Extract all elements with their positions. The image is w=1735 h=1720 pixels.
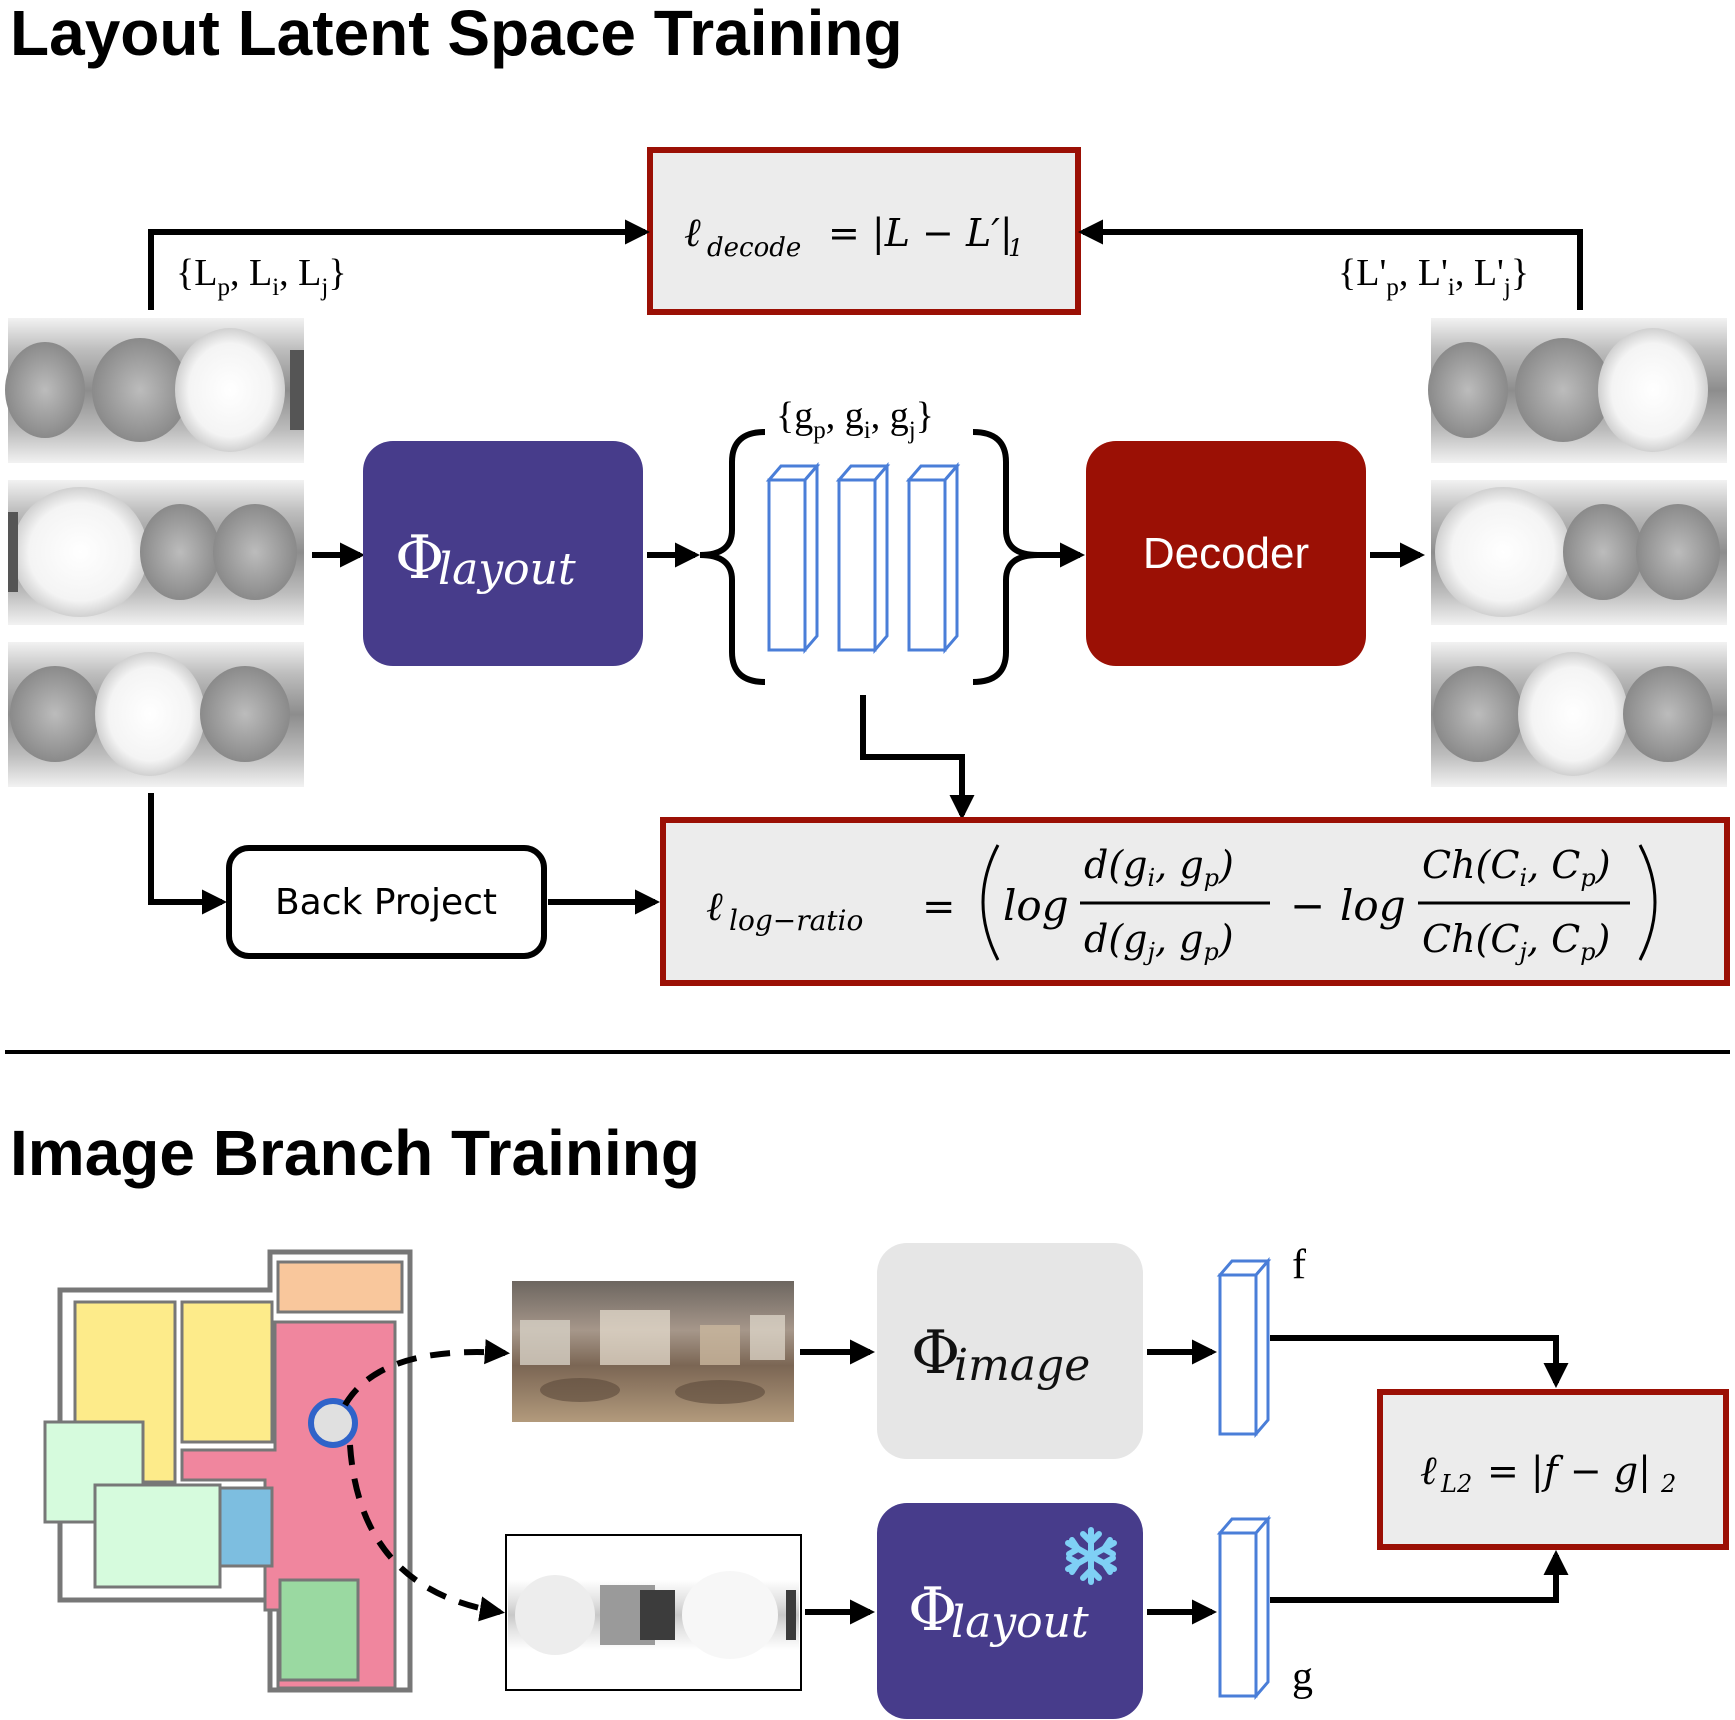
- back-project-label: Back Project: [275, 882, 497, 923]
- feature-vector-f: [1216, 1256, 1272, 1439]
- output-to-decode-arrow: [1077, 219, 1583, 310]
- f-to-l2-arrow: [1270, 1335, 1569, 1389]
- panorama-image: [512, 1281, 794, 1422]
- logratio-log2: log: [1340, 881, 1406, 930]
- input-depth-map-p: [5, 318, 304, 463]
- image-encoder-sub: image: [954, 1340, 1090, 1391]
- floor-plan: [43, 1249, 413, 1693]
- image-encoder-phi: Φ: [911, 1318, 960, 1388]
- layout-encoder-phi: Φ: [395, 523, 444, 593]
- layout-encoder-block: Φ layout: [363, 441, 643, 666]
- output-depth-map-p: [1428, 318, 1727, 463]
- logratio-num1: d(gi, gp): [1084, 843, 1234, 892]
- l2-loss-ell: ℓ: [1420, 1448, 1437, 1494]
- image-encoder-block: Φ image: [877, 1243, 1143, 1459]
- latent-set-label: {gp, gi, gj}: [776, 395, 934, 444]
- latent-vector-gi: [835, 461, 891, 655]
- output-depth-map-j: [1431, 642, 1727, 787]
- logratio-right-paren: [1638, 844, 1657, 961]
- decode-loss-sub: decode: [707, 233, 801, 263]
- f-label: f: [1292, 1242, 1306, 1288]
- decoder-label: Decoder: [1143, 529, 1309, 578]
- input-to-decode-arrow: [148, 219, 651, 310]
- frozen-layout-encoder-phi: Φ: [908, 1575, 957, 1645]
- decode-loss-box: ℓ decode = |L − L′| 1: [647, 147, 1081, 315]
- l2-loss-box: ℓ L2 = |f − g| 2: [1377, 1389, 1729, 1550]
- decode-loss-ell: ℓ: [684, 210, 701, 256]
- logratio-num2: Ch(Ci, Cp): [1422, 843, 1611, 892]
- layout-encoder-sub: layout: [438, 544, 576, 595]
- logratio-sub: log−ratio: [729, 904, 863, 937]
- section-title-image-branch: Image Branch Training: [10, 1117, 700, 1189]
- g-to-l2-arrow: [1270, 1549, 1569, 1603]
- l2-loss-norm: 2: [1660, 1470, 1676, 1498]
- camera-position-marker: [308, 1398, 358, 1448]
- g-label: g: [1292, 1654, 1313, 1700]
- latent-vector-gp: [765, 461, 821, 655]
- logratio-loss-box: ℓ log−ratio = log d(gi, gp) d(gj, gp) − …: [660, 817, 1730, 986]
- logratio-den1: d(gj, gp): [1084, 917, 1234, 966]
- decode-loss-norm: 1: [1008, 234, 1023, 262]
- marker-to-panorama-arrow: [342, 1339, 511, 1407]
- section-title-layout-training: Layout Latent Space Training: [10, 0, 903, 69]
- logratio-eq: =: [922, 884, 956, 930]
- logratio-minus: −: [1290, 881, 1325, 930]
- l2-loss-sub: L2: [1440, 1470, 1472, 1498]
- output-depth-map-i: [1431, 480, 1727, 625]
- logratio-log1: log: [1003, 881, 1069, 930]
- l2-loss-expr: = |f − g|: [1487, 1449, 1651, 1493]
- logratio-left-paren: [981, 844, 1000, 961]
- frozen-layout-encoder-block: Φ layout: [877, 1503, 1143, 1719]
- feature-vector-g: [1216, 1514, 1272, 1701]
- decode-loss-expr: = |L − L′|: [828, 211, 1013, 255]
- logratio-ell: ℓ: [706, 884, 723, 930]
- snowflake-icon: [1065, 1527, 1117, 1585]
- input-depth-map-i: [8, 480, 304, 625]
- back-project-box: Back Project: [226, 845, 547, 959]
- logratio-den2: Ch(Cj, Cp): [1422, 917, 1610, 966]
- decoder-block: Decoder: [1086, 441, 1366, 666]
- latent-to-logratio-arrow: [860, 695, 975, 821]
- latent-vector-gj: [905, 461, 961, 655]
- marker-to-depth-arrow: [347, 1444, 505, 1622]
- input-set-label: {Lp, Li, Lj}: [176, 252, 347, 301]
- layout-depth-image: [505, 1534, 802, 1691]
- input-depth-map-j: [8, 642, 304, 787]
- frozen-layout-encoder-sub: layout: [951, 1597, 1089, 1648]
- inputs-to-backproject-arrow: [148, 793, 228, 915]
- output-set-label: {L'p, L'i, L'j}: [1338, 252, 1529, 301]
